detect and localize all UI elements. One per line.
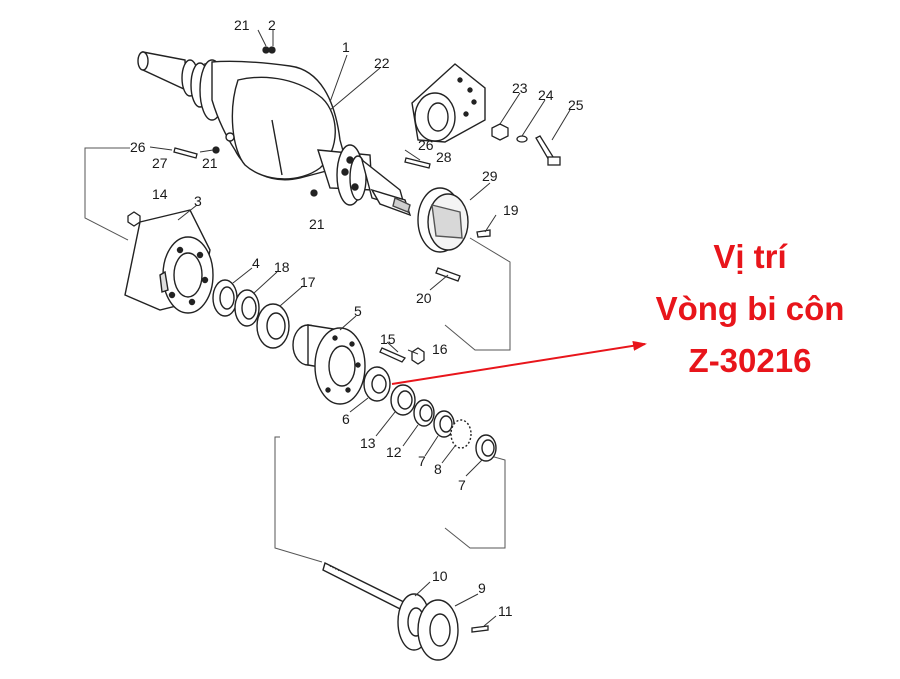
part-label-7-upper: 7 [418,453,426,469]
part-label-12: 12 [386,444,402,460]
part-label-29: 29 [482,168,498,184]
callout-title: Vị trí [713,238,787,275]
part-label-21-top: 21 [234,17,250,33]
part-label-14: 14 [152,186,168,202]
part-label-24: 24 [538,87,554,103]
part-label-17: 17 [300,274,316,290]
part-label-4: 4 [252,255,260,271]
part-label-6: 6 [342,411,350,427]
part-label-8: 8 [434,461,442,477]
part-label-1: 1 [342,39,350,55]
part-label-13: 13 [360,435,376,451]
part-label-7-lower: 7 [458,477,466,493]
callout-part-code: Z-30216 [688,342,812,379]
part-label-26-left: 26 [130,139,146,155]
part-label-11: 11 [498,603,513,619]
part-label-21-bottom: 21 [309,216,325,232]
wheel-hub [292,324,366,405]
assembly-guide-lines [84,147,511,563]
part-label-9: 9 [478,580,486,596]
part-label-3: 3 [194,193,202,209]
outer-bearing-stack [363,366,497,462]
part-label-2: 2 [268,17,276,33]
part-label-22: 22 [374,55,390,71]
axle-shaft [322,562,459,661]
axle-housing [137,51,412,217]
part-label-26-right: 26 [418,137,434,153]
part-label-21-left: 21 [202,155,218,171]
backing-plate [411,63,486,143]
callout-arrow [391,340,647,385]
callout-subtitle: Vòng bi côn [655,290,845,327]
hub-cap [124,209,214,314]
part-label-5: 5 [354,303,362,319]
part-label-10: 10 [432,568,448,584]
brake-assembly [417,187,469,253]
inner-seals-bearing [212,279,290,349]
part-label-27: 27 [152,155,168,171]
part-label-25: 25 [568,97,584,113]
part-label-20: 20 [416,290,432,306]
part-label-23: 23 [512,80,528,96]
part-label-28: 28 [436,149,452,165]
part-label-19: 19 [503,202,519,218]
part-label-15: 15 [380,331,396,347]
part-labels: 1 22 21 2 26 27 21 21 26 28 23 24 25 29 … [130,17,584,619]
leader-lines [149,29,571,627]
part-label-16: 16 [432,341,448,357]
part-label-18: 18 [274,259,290,275]
